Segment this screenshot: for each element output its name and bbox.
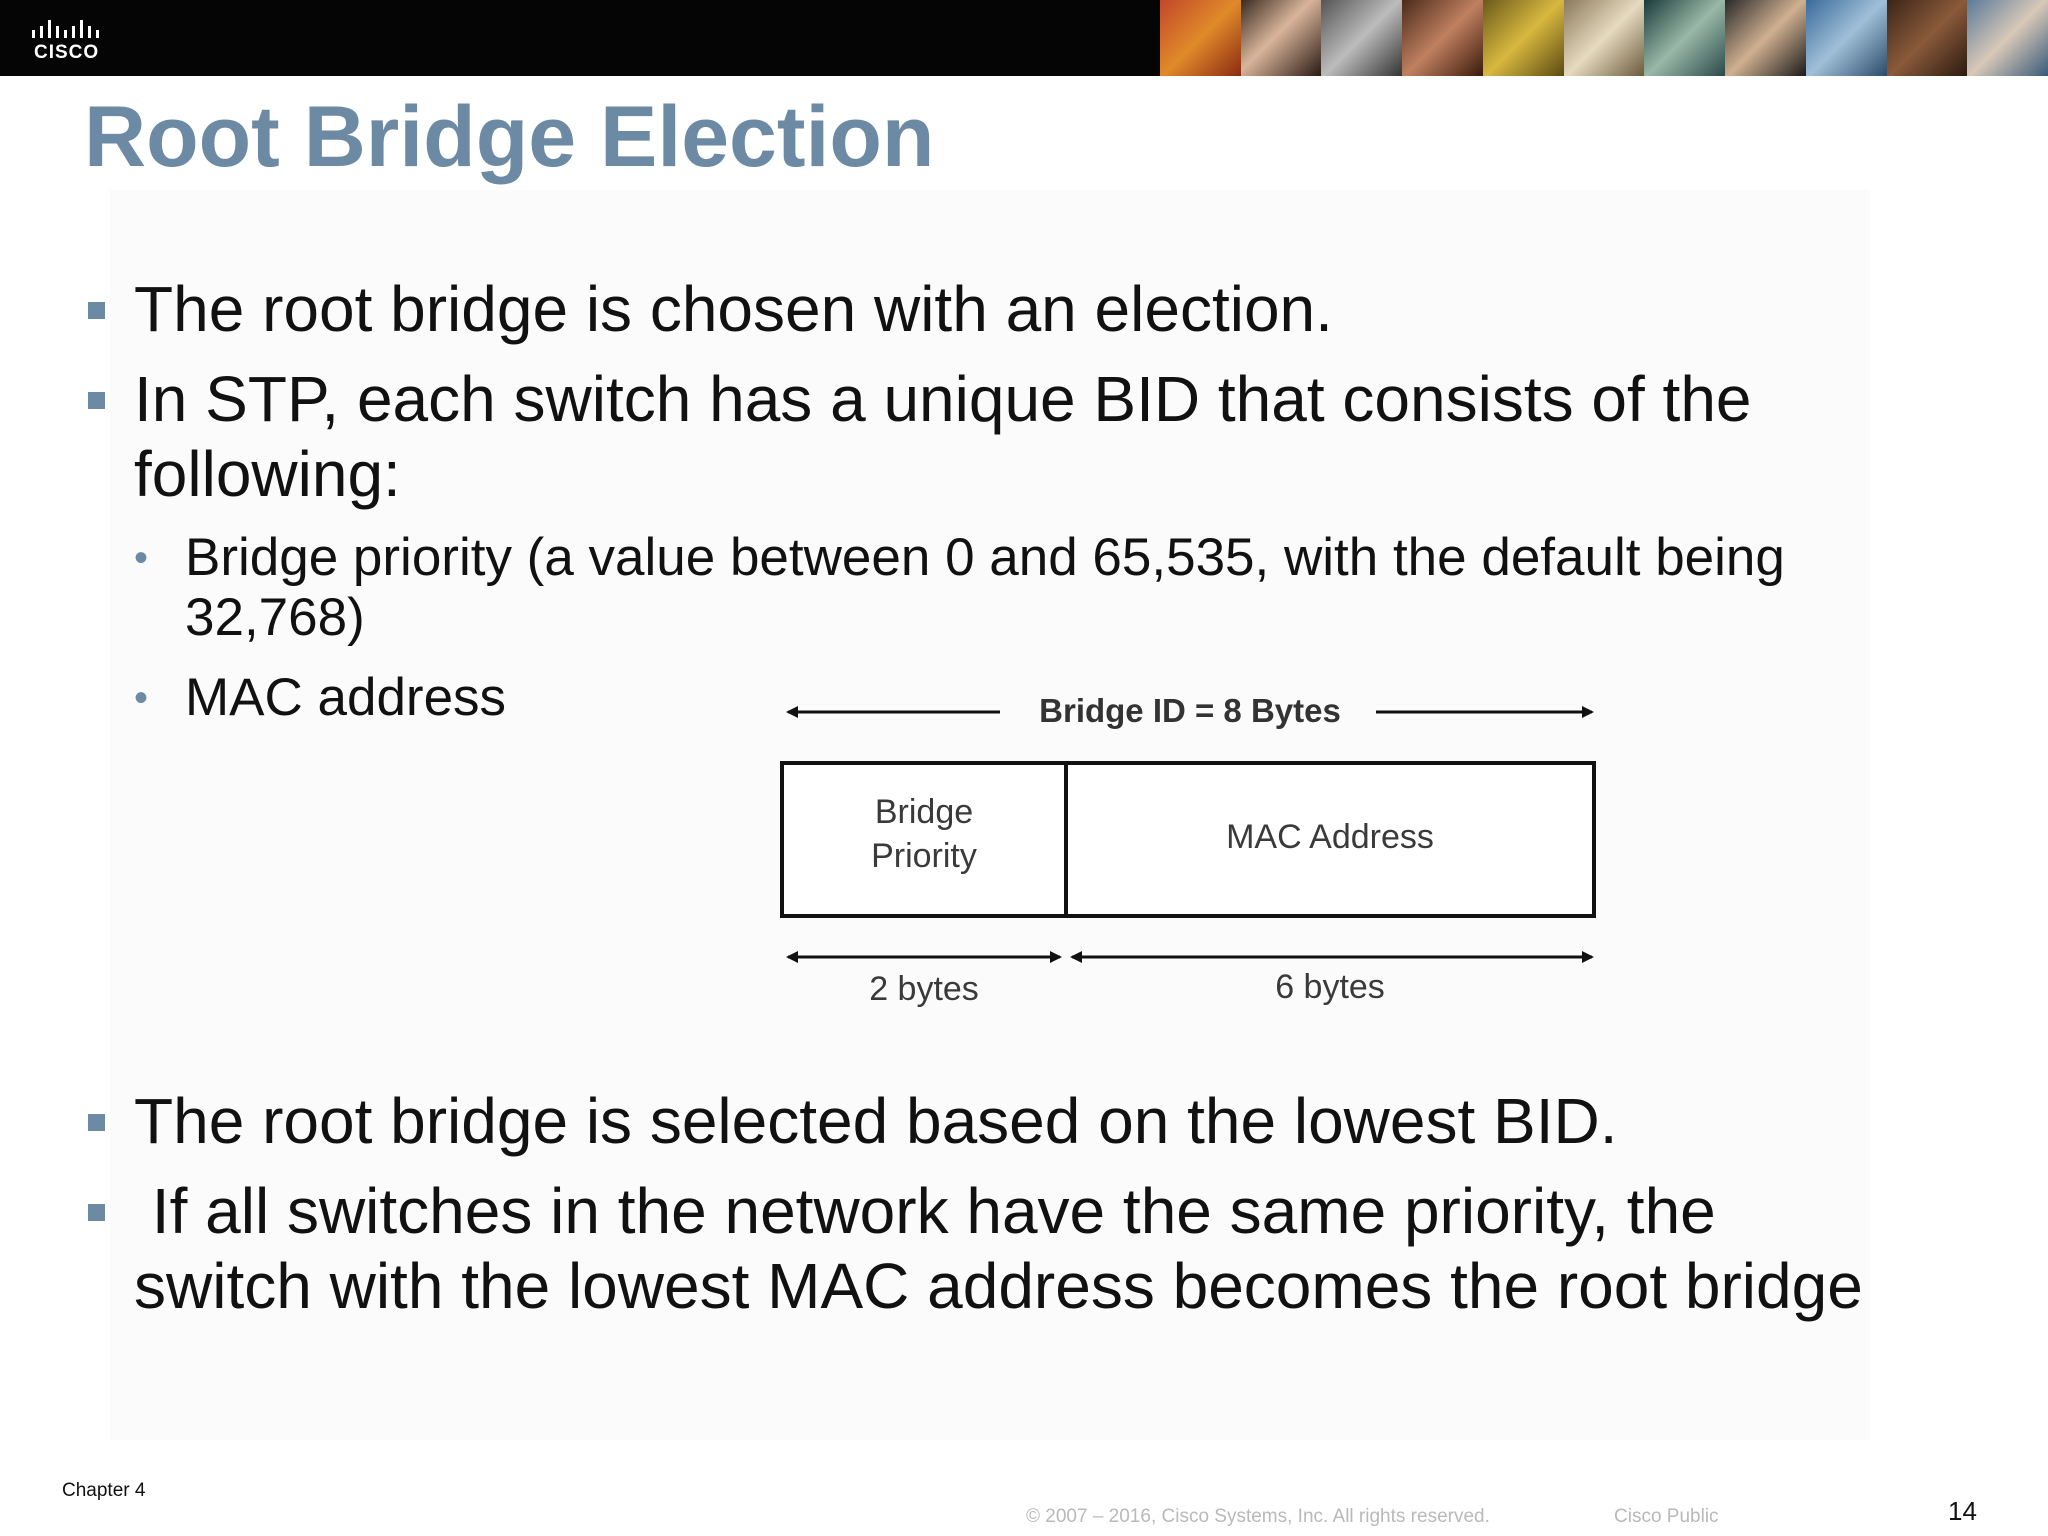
photo-tile bbox=[1644, 0, 1726, 76]
header-bar: CISCO bbox=[0, 0, 2048, 76]
bullet-dot-icon: • bbox=[134, 676, 149, 720]
photo-tile bbox=[1805, 0, 1887, 76]
photo-tile bbox=[1321, 0, 1403, 76]
priority-size-label: 2 bytes bbox=[869, 970, 979, 1008]
bullet-text: The root bridge is chosen with an electi… bbox=[134, 273, 1333, 345]
photo-tile bbox=[1725, 0, 1806, 76]
sub-bullet-text: Bridge priority (a value between 0 and 6… bbox=[185, 528, 1785, 647]
bridge-id-diagram-graphic bbox=[780, 706, 1596, 963]
mac-address-label: MAC Address bbox=[1226, 818, 1434, 856]
footer-chapter: Chapter 4 bbox=[62, 1480, 146, 1501]
photo-tile bbox=[1402, 0, 1483, 76]
photo-tile bbox=[1886, 0, 1968, 76]
photo-tile bbox=[1563, 0, 1645, 76]
cisco-logo-text: CISCO bbox=[34, 42, 100, 63]
page-number: 14 bbox=[1948, 1496, 1977, 1526]
slide-title: Root Bridge Election bbox=[84, 89, 935, 185]
bullet-square-icon bbox=[88, 302, 105, 319]
bullet-text: The root bridge is selected based on the… bbox=[134, 1085, 1618, 1157]
photo-tile bbox=[1160, 0, 1241, 76]
photo-tile bbox=[1967, 0, 2048, 76]
bullet-square-icon bbox=[88, 1204, 105, 1221]
footer-classification: Cisco Public bbox=[1614, 1506, 1719, 1527]
bullet-square-icon bbox=[88, 392, 105, 409]
bullet-text: If all switches in the network have the … bbox=[134, 1175, 1863, 1322]
header-photo-strip bbox=[1160, 0, 2048, 76]
bullet-text: In STP, each switch has a unique BID tha… bbox=[134, 363, 1752, 510]
cisco-logo-icon bbox=[32, 20, 99, 38]
bullet-square-icon bbox=[88, 1114, 105, 1131]
photo-tile bbox=[1240, 0, 1322, 76]
footer-copyright: © 2007 – 2016, Cisco Systems, Inc. All r… bbox=[1026, 1506, 1490, 1527]
photo-tile bbox=[1482, 0, 1564, 76]
bridge-id-label: Bridge ID = 8 Bytes bbox=[1039, 692, 1341, 729]
bridge-priority-field bbox=[780, 761, 1068, 918]
bridge-id-diagram: Bridge ID = 8 Bytes Bridge Priority MAC … bbox=[770, 680, 1620, 1020]
bridge-priority-label: Bridge Priority bbox=[871, 793, 977, 875]
mac-address-field bbox=[1064, 761, 1596, 918]
mac-size-label: 6 bytes bbox=[1275, 968, 1385, 1006]
bullet-dot-icon: • bbox=[134, 536, 149, 580]
sub-bullet-text: MAC address bbox=[185, 668, 507, 727]
